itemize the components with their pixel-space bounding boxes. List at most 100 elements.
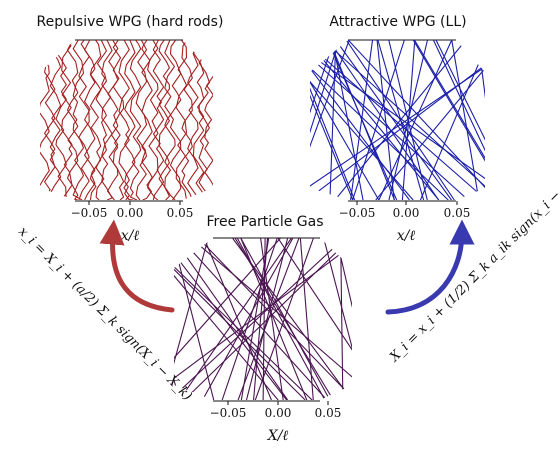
worldline	[174, 238, 281, 400]
worldline	[388, 40, 429, 200]
worldline	[148, 238, 156, 400]
worldline	[310, 40, 485, 200]
attractive-tick-label-3: 0.05	[444, 206, 471, 220]
free-x-label: X/ℓ	[267, 428, 289, 444]
worldline	[350, 40, 374, 200]
worldline	[310, 40, 335, 200]
repulsive-tick-label-1: −0.05	[71, 206, 108, 220]
worldline	[378, 40, 453, 200]
worldline	[340, 238, 344, 400]
worldline	[49, 40, 62, 200]
free-tick-label-1: −0.05	[210, 406, 247, 420]
worldline	[78, 40, 90, 200]
left-formula: x_i = X_i + (a/2) Σ_k sign(X_i − X_k)	[15, 224, 195, 404]
worldline	[89, 40, 102, 200]
worldline	[310, 40, 469, 200]
worldline	[352, 40, 405, 200]
worldline	[377, 40, 425, 200]
attractive-panel-title: Attractive WPG (LL)	[329, 14, 466, 30]
worldline	[237, 238, 300, 400]
worldline	[414, 40, 485, 200]
repulsive-worldlines	[40, 40, 213, 200]
worldline	[175, 40, 188, 200]
worldline	[310, 40, 485, 200]
worldline	[310, 40, 414, 200]
worldline	[174, 238, 288, 400]
worldline	[141, 40, 153, 200]
worldline	[124, 40, 136, 200]
repulsive-panel-title: Repulsive WPG (hard rods)	[37, 14, 224, 30]
worldline	[178, 238, 292, 400]
attractive-x-label: x/ℓ	[397, 228, 416, 244]
worldline	[187, 40, 199, 200]
worldline	[203, 238, 272, 400]
worldline	[253, 238, 269, 400]
worldline	[112, 40, 125, 200]
worldline	[245, 238, 289, 400]
worldline	[335, 238, 352, 400]
worldline	[169, 40, 182, 200]
repulsive-tick-label-3: 0.05	[167, 206, 194, 220]
worldline	[174, 238, 215, 400]
free-tick-label-2: 0.00	[265, 406, 292, 420]
worldline	[335, 40, 452, 200]
worldline	[164, 40, 176, 200]
worldline	[299, 238, 314, 400]
free-worldlines	[144, 238, 352, 400]
worldline	[202, 238, 294, 400]
worldline	[190, 238, 352, 400]
worldline	[106, 40, 119, 200]
attractive-worldlines	[277, 40, 485, 200]
worldline	[329, 40, 337, 200]
worldline	[323, 238, 352, 400]
worldline	[310, 40, 449, 200]
worldline	[55, 40, 67, 200]
worldline	[129, 40, 142, 200]
worldline	[144, 238, 155, 400]
repulsive-panel: Repulsive WPG (hard rods) −0.05 0.00 0.0…	[37, 14, 224, 244]
worldline	[232, 238, 352, 400]
worldline	[72, 40, 85, 200]
attractive-tick-label-1: −0.05	[339, 206, 376, 220]
worldline	[174, 238, 289, 400]
worldline	[327, 40, 398, 200]
worldline	[310, 40, 380, 200]
free-panel-title: Free Particle Gas	[206, 214, 323, 230]
right-formula: X_i = x_i + (1/2) Σ_k a_ik sign(x_i − x_…	[387, 166, 560, 365]
worldline	[310, 40, 354, 200]
left-arrow	[99, 219, 175, 313]
worldline	[310, 40, 485, 200]
worldline	[432, 40, 485, 200]
repulsive-x-label: x/ℓ	[121, 228, 140, 244]
worldline	[40, 40, 50, 200]
worldline	[101, 40, 113, 200]
worldline	[179, 238, 328, 400]
worldline	[375, 40, 485, 200]
worldline	[95, 40, 108, 200]
worldline	[146, 40, 159, 200]
worldline	[277, 238, 352, 400]
worldline	[118, 40, 130, 200]
worldline	[310, 40, 440, 200]
worldline	[181, 40, 194, 200]
worldline	[419, 40, 485, 200]
worldline	[174, 238, 209, 400]
worldline	[277, 40, 305, 200]
worldline	[66, 40, 79, 200]
worldline	[310, 40, 356, 200]
worldline	[158, 40, 171, 200]
worldline	[260, 238, 284, 400]
free-tick-label-3: 0.05	[315, 406, 342, 420]
worldline	[174, 238, 345, 400]
worldline	[451, 40, 480, 200]
worldline	[412, 40, 485, 200]
worldline	[174, 238, 313, 400]
free-panel: Free Particle Gas −0.05 0.00 0.05 X/ℓ	[144, 214, 352, 444]
worldline	[197, 238, 352, 400]
right-arrow	[385, 219, 475, 315]
worldline	[61, 40, 73, 200]
worldline	[310, 40, 340, 200]
repulsive-tick-label-2: 0.00	[117, 206, 144, 220]
worldline	[204, 40, 213, 200]
